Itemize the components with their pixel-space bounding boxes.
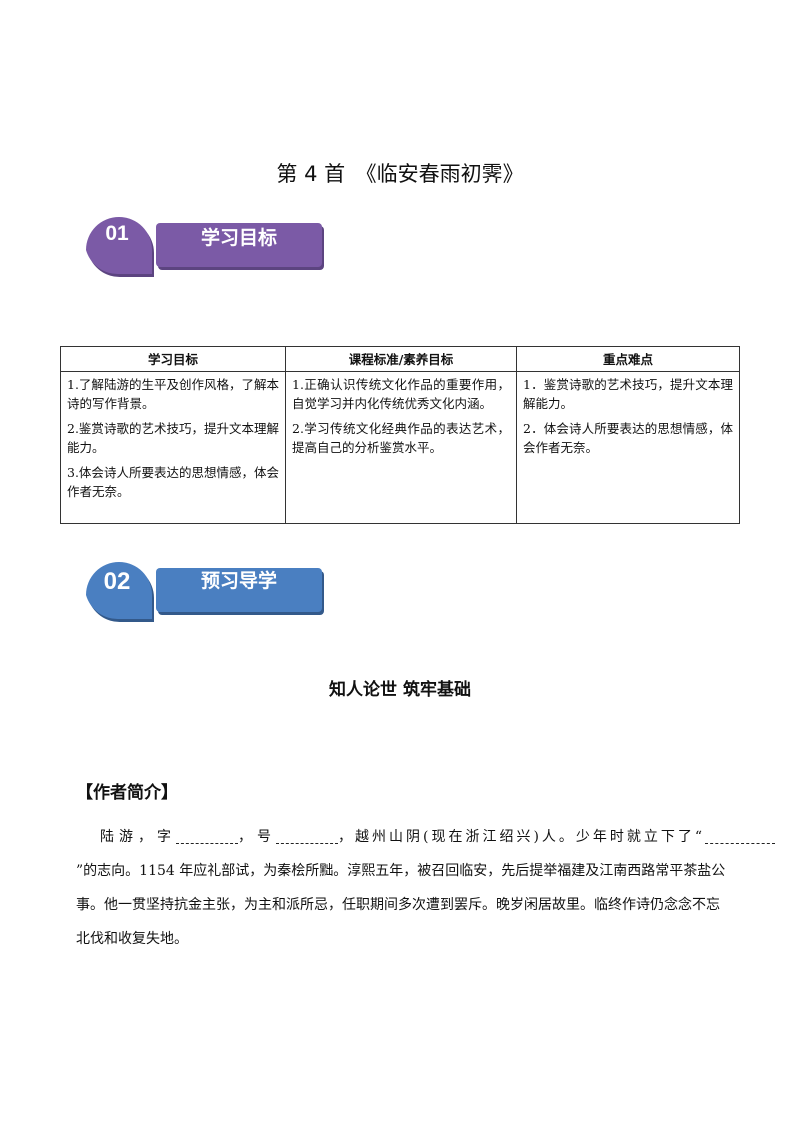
goals-table: 学习目标 课程标准/素养目标 重点难点 1.了解陆游的生平及创作风格，了解本诗的…: [60, 346, 740, 524]
table-header: 课程标准/素养目标: [285, 346, 517, 372]
section-number-02: 02: [103, 568, 131, 595]
author-intro-paragraph: 陆游，字 ，号 ，越州山阴(现在浙江绍兴)人。少年时就立下了“ ”的志向。1154 …: [76, 820, 800, 956]
goal-item: 2．体会诗人所要表达的思想情感，体会作者无奈。: [523, 421, 733, 455]
table-header-row: 学习目标 课程标准/素养目标 重点难点: [60, 346, 740, 372]
table-cell-key-points: 1．鉴赏诗歌的艺术技巧，提升文本理解能力。 2．体会诗人所要表达的思想情感，体会…: [516, 371, 740, 524]
ambition-blank[interactable]: [705, 825, 776, 844]
paragraph-line: 北伐和收复失地。: [76, 931, 188, 947]
art-name-blank[interactable]: [276, 825, 338, 844]
courtesy-name-blank[interactable]: [176, 825, 238, 844]
goal-item: 2.学习传统文化经典作品的表达艺术，提高自己的分析鉴赏水平。: [292, 421, 510, 455]
paragraph-line: 事。他一贯坚持抗金主张，为主和派所忌，任职期间多次遭到罢斥。晚岁闲居故里。临终作…: [76, 897, 720, 913]
section-title-preview: 预习导学: [200, 570, 277, 592]
paragraph-line: 陆游，字 ，号 ，越州山阴(现在浙江绍兴)人。少年时就立下了“: [76, 820, 800, 854]
text-segment: 陆游，字: [100, 829, 176, 845]
goal-item: 1.了解陆游的生平及创作风格，了解本诗的写作背景。: [67, 377, 279, 411]
goal-item: 1．鉴赏诗歌的艺术技巧，提升文本理解能力。: [523, 377, 733, 411]
badge-shape: [86, 562, 324, 623]
section-number-01: 01: [105, 222, 129, 245]
goal-item: 3.体会诗人所要表达的思想情感，体会作者无奈。: [67, 465, 279, 499]
table-cell-curriculum-goals: 1.正确认识传统文化作品的重要作用，自觉学习并内化传统优秀文化内涵。 2.学习传…: [285, 371, 517, 524]
text-segment: ，越州山阴(现在浙江绍兴)人。少年时就立下了“: [338, 829, 706, 845]
goal-item: 1.正确认识传统文化作品的重要作用，自觉学习并内化传统优秀文化内涵。: [292, 377, 510, 411]
paragraph-line: ”的志向。1154 年应礼部试，为秦桧所黜。淳熙五年，被召回临安，先后提举福建及…: [76, 863, 726, 879]
table-cell-study-goals: 1.了解陆游的生平及创作风格，了解本诗的写作背景。 2.鉴赏诗歌的艺术技巧，提升…: [60, 371, 286, 524]
section-title-study-goals: 学习目标: [200, 227, 277, 249]
table-header: 学习目标: [60, 346, 286, 372]
section-badge-02: [80, 555, 340, 627]
page-title: 第 4 首 《临安春雨初霁》: [276, 162, 524, 186]
section-badge-01: [80, 210, 340, 282]
badge-shape: [86, 217, 324, 278]
table-row: 1.了解陆游的生平及创作风格，了解本诗的写作背景。 2.鉴赏诗歌的艺术技巧，提升…: [60, 371, 740, 524]
goal-item: 2.鉴赏诗歌的艺术技巧，提升文本理解能力。: [67, 421, 279, 455]
author-intro-heading: 【作者简介】: [76, 783, 178, 803]
sub-heading: 知人论世 筑牢基础: [329, 680, 471, 700]
text-segment: ，号: [238, 829, 276, 845]
table-header: 重点难点: [516, 346, 740, 372]
